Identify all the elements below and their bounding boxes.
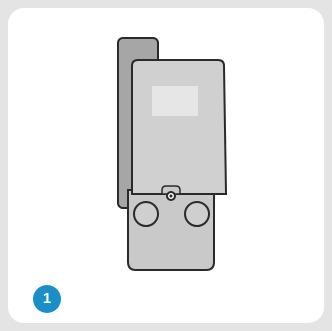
step-number-badge: 1 [33, 285, 61, 313]
device-label [152, 86, 198, 116]
device-front-cover [132, 60, 226, 194]
screw-center [170, 195, 173, 198]
left-button-icon [134, 202, 158, 226]
right-button-icon [185, 202, 209, 226]
